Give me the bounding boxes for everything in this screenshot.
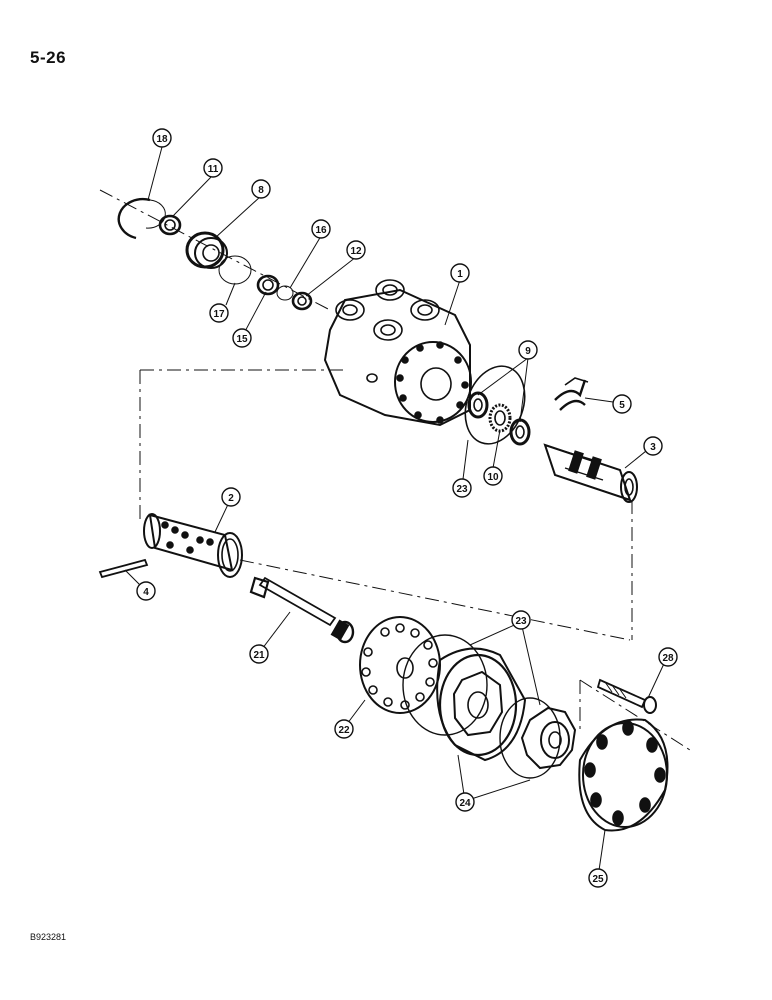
gland-part-8 xyxy=(185,231,228,269)
drive-shaft-part-21 xyxy=(249,576,355,644)
callout-25: 25 xyxy=(588,868,608,888)
svg-text:18: 18 xyxy=(156,134,168,145)
svg-text:5: 5 xyxy=(619,400,625,411)
o-ring-part-17 xyxy=(218,255,252,285)
cap-screw-part-28 xyxy=(596,678,657,714)
svg-text:3: 3 xyxy=(650,442,656,453)
svg-text:15: 15 xyxy=(236,334,248,345)
callout-18: 18 xyxy=(152,128,172,148)
callout-24: 24 xyxy=(455,792,475,812)
callout-12: 12 xyxy=(346,240,366,260)
svg-text:17: 17 xyxy=(213,309,225,320)
callout-17: 17 xyxy=(209,303,229,323)
seal-part-15 xyxy=(256,274,280,296)
callout-1: 1 xyxy=(450,263,470,283)
callout-21: 21 xyxy=(249,644,269,664)
callout-23-lower: 23 xyxy=(511,610,531,630)
svg-text:23: 23 xyxy=(456,484,468,495)
thrust-bearing-part-10 xyxy=(488,403,512,433)
callout-16: 16 xyxy=(311,219,331,239)
svg-text:9: 9 xyxy=(525,346,531,357)
seal-ring-part-23-mid xyxy=(402,634,488,736)
callout-2: 2 xyxy=(221,487,241,507)
spool-part-3 xyxy=(543,443,638,503)
svg-text:4: 4 xyxy=(143,587,149,598)
callout-10: 10 xyxy=(483,466,503,486)
sleeve-part-2 xyxy=(143,513,243,578)
seal-part-11 xyxy=(158,214,182,236)
callout-3: 3 xyxy=(643,436,663,456)
callout-22: 22 xyxy=(334,719,354,739)
leader-lines xyxy=(124,146,669,878)
svg-text:28: 28 xyxy=(662,653,674,664)
star-rotor-part-24 xyxy=(520,706,577,770)
seal-ring-part-23-lower xyxy=(499,697,561,779)
callout-11: 11 xyxy=(203,158,223,178)
svg-text:10: 10 xyxy=(487,472,499,483)
page-number: 5-26 xyxy=(30,48,67,67)
svg-text:23: 23 xyxy=(515,616,527,627)
svg-text:16: 16 xyxy=(315,225,327,236)
callout-15: 15 xyxy=(232,328,252,348)
backup-ring-part-12 xyxy=(291,291,313,311)
spacer-plate-part-22 xyxy=(359,616,441,714)
snap-ring-part-18 xyxy=(117,197,166,240)
svg-text:25: 25 xyxy=(592,874,604,885)
callout-5: 5 xyxy=(612,394,632,414)
figure-code: B923281 xyxy=(30,932,67,942)
centering-springs-part-5 xyxy=(554,377,589,411)
callout-8: 8 xyxy=(251,179,271,199)
callout-28: 28 xyxy=(658,647,678,667)
callout-9: 9 xyxy=(518,340,538,360)
pin-part-4 xyxy=(98,558,149,579)
svg-text:8: 8 xyxy=(258,185,264,196)
svg-text:22: 22 xyxy=(338,725,350,736)
svg-text:11: 11 xyxy=(208,164,219,175)
callout-23-upper: 23 xyxy=(452,478,472,498)
svg-text:24: 24 xyxy=(459,798,471,809)
ring-part-16 xyxy=(276,285,294,301)
svg-text:21: 21 xyxy=(253,650,265,661)
gerotor-ring-part-24 xyxy=(436,647,527,762)
housing-part-1 xyxy=(323,279,472,427)
assembly-centerline xyxy=(99,189,691,751)
svg-text:2: 2 xyxy=(228,493,234,504)
callout-4: 4 xyxy=(136,581,156,601)
svg-text:12: 12 xyxy=(350,246,362,257)
svg-text:1: 1 xyxy=(457,269,463,280)
end-cap-part-25 xyxy=(578,718,669,832)
